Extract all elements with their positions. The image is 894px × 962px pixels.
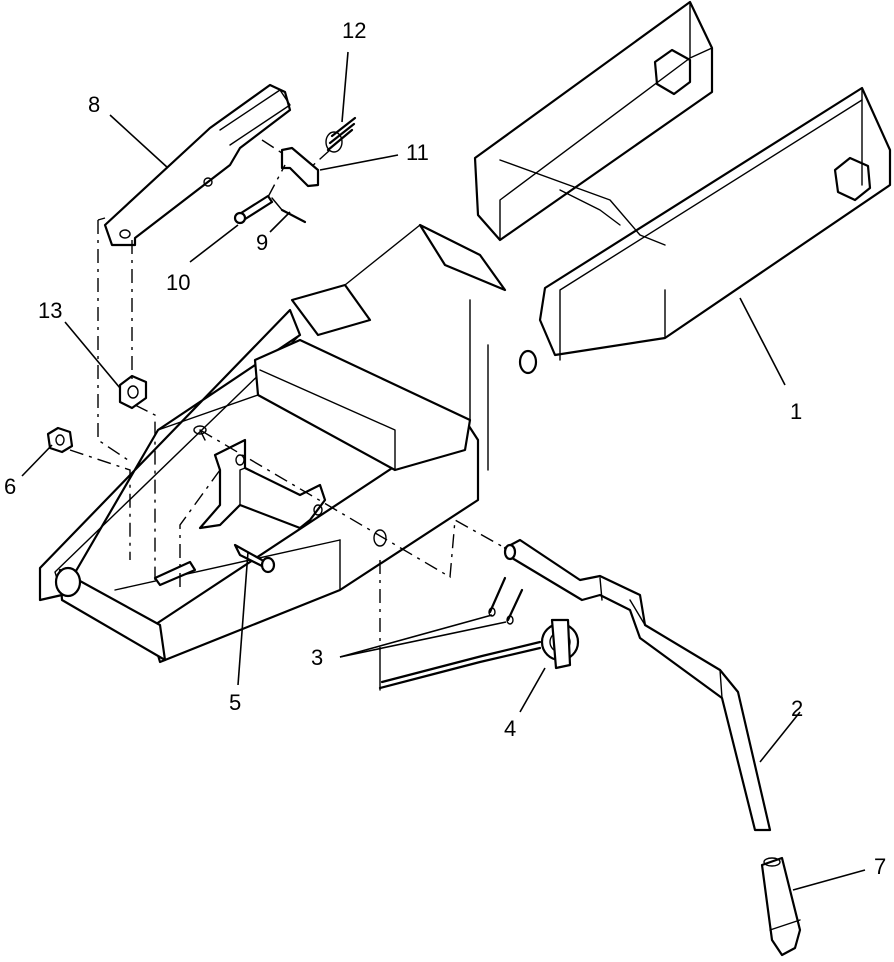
chain-lockpin xyxy=(378,618,580,691)
callout-6: 6 xyxy=(4,474,16,499)
handle-grip xyxy=(760,856,802,957)
callout-3: 3 xyxy=(311,645,323,670)
assembly-lines xyxy=(69,139,506,650)
cotter-pins xyxy=(488,576,524,625)
latch-small-parts xyxy=(233,116,357,225)
latch-bracket xyxy=(153,438,327,587)
main-frame xyxy=(38,0,892,664)
callout-1: 1 xyxy=(790,399,802,424)
latch-lever xyxy=(103,83,292,247)
callout-8: 8 xyxy=(88,92,100,117)
callout-2: 2 xyxy=(791,696,803,721)
callout-9: 9 xyxy=(256,230,268,255)
arm-hole-lower xyxy=(833,156,872,202)
handle-rod xyxy=(503,538,772,832)
arm-hole-upper xyxy=(653,48,692,96)
callout-4: 4 xyxy=(504,716,516,741)
callout-12: 12 xyxy=(342,18,366,43)
leader-lines xyxy=(21,51,866,891)
callout-labels: 1 2 3 4 5 6 7 8 9 10 11 12 13 xyxy=(4,18,886,879)
callout-13: 13 xyxy=(38,298,62,323)
callout-5: 5 xyxy=(229,690,241,715)
callout-10: 10 xyxy=(166,270,190,295)
callout-11: 11 xyxy=(406,140,429,165)
washer-and-nut xyxy=(46,374,148,454)
callout-7: 7 xyxy=(874,854,886,879)
